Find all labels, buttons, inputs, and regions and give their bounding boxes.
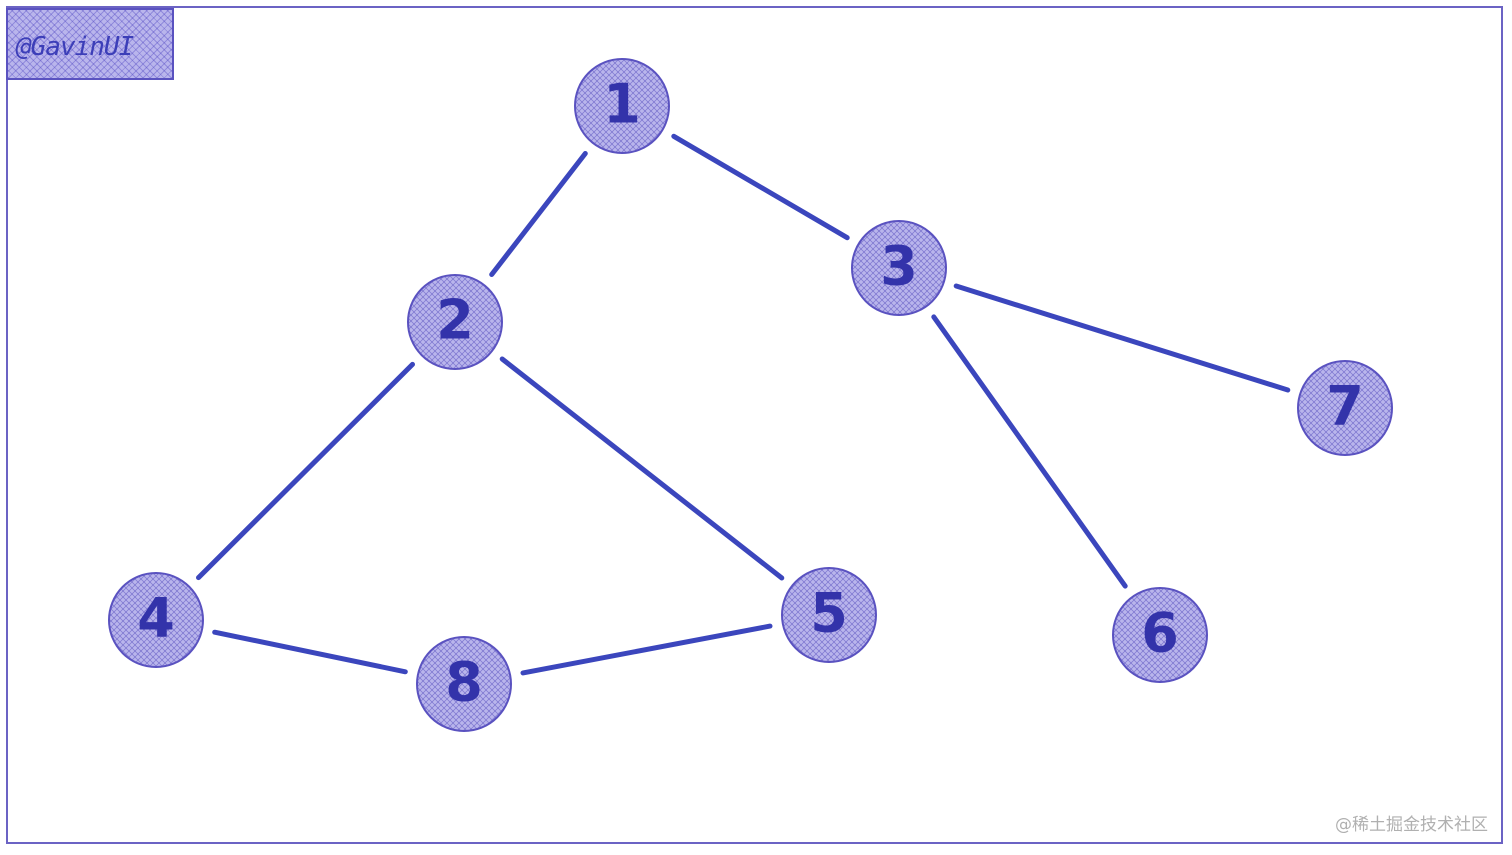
node-4: 4 (108, 572, 204, 668)
node-3: 3 (851, 220, 947, 316)
node-circle-7 (1297, 360, 1393, 456)
watermark: @稀土掘金技术社区 (1335, 815, 1488, 835)
node-circle-1 (574, 58, 670, 154)
node-label-2: 2 (436, 289, 474, 352)
author-label: @GavinUI (16, 32, 134, 62)
node-1: 1 (574, 58, 670, 154)
edge-2-4 (196, 361, 415, 581)
node-circle-2 (407, 274, 503, 370)
edge-3-6 (931, 314, 1128, 589)
nodes-layer: 1 2 3 4 5 6 7 8 (108, 58, 1393, 732)
node-7: 7 (1297, 360, 1393, 456)
diagram-frame (6, 6, 1503, 844)
node-6: 6 (1112, 587, 1208, 683)
node-label-5: 5 (810, 582, 848, 645)
node-circle-4 (108, 572, 204, 668)
node-label-6: 6 (1141, 602, 1179, 665)
edges-layer (196, 133, 1291, 676)
edge-1-2 (489, 151, 588, 277)
node-8: 8 (416, 636, 512, 732)
edge-2-5 (499, 356, 785, 581)
author-badge: @GavinUI (6, 8, 174, 80)
node-label-7: 7 (1326, 375, 1364, 438)
node-label-8: 8 (445, 651, 483, 714)
node-circle-3 (851, 220, 947, 316)
node-circle-8 (416, 636, 512, 732)
node-2: 2 (407, 274, 503, 370)
node-label-3: 3 (880, 235, 918, 298)
node-label-1: 1 (603, 73, 641, 136)
node-circle-5 (781, 567, 877, 663)
node-5: 5 (781, 567, 877, 663)
edge-1-3 (671, 133, 850, 241)
edge-3-7 (953, 283, 1291, 393)
edge-8-5 (520, 623, 773, 676)
node-label-4: 4 (137, 587, 175, 650)
edge-4-8 (212, 629, 408, 675)
node-circle-6 (1112, 587, 1208, 683)
